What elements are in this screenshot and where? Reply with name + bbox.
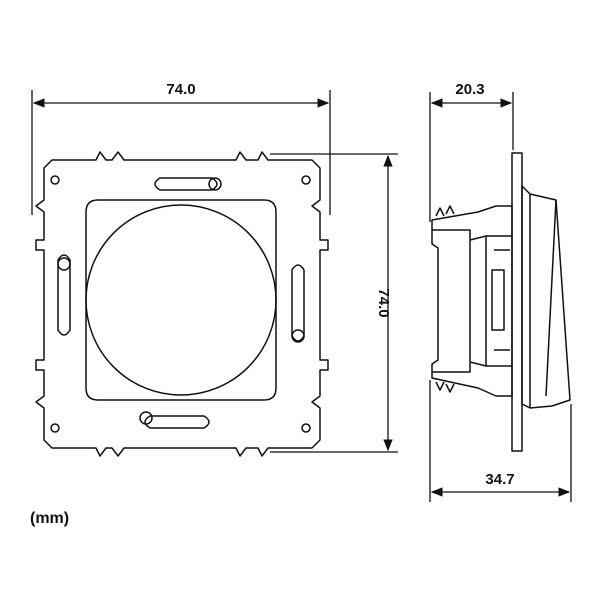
corner-hole-top-right (301, 175, 311, 185)
corner-hole-bottom-left (50, 423, 60, 433)
side-top-depth-label: 20.3 (455, 81, 484, 98)
slot-left (57, 254, 71, 336)
side-total-depth-label: 34.7 (485, 471, 514, 488)
side-total-depth-dimension: 34.7 (429, 380, 572, 502)
mounting-frame (35, 151, 329, 457)
units-label: (mm) (30, 510, 70, 527)
slot-top (154, 177, 218, 191)
side-mounting-plate (511, 152, 523, 452)
front-view (35, 151, 329, 457)
side-top-depth-dimension: 20.3 (429, 81, 514, 222)
front-height-dimension: 74.0 (270, 153, 398, 453)
side-view (431, 152, 571, 452)
corner-hole-bottom-right (301, 423, 311, 433)
side-mechanism-body (431, 205, 513, 397)
side-rocker (521, 185, 571, 409)
corner-hole-top-left (50, 175, 60, 185)
slot-bottom (144, 415, 210, 429)
mechanism-plate (85, 199, 277, 401)
front-height-label: 74.0 (375, 288, 392, 317)
front-width-label: 74.0 (166, 81, 195, 98)
round-button (85, 204, 277, 396)
front-width-dimension: 74.0 (31, 81, 331, 215)
